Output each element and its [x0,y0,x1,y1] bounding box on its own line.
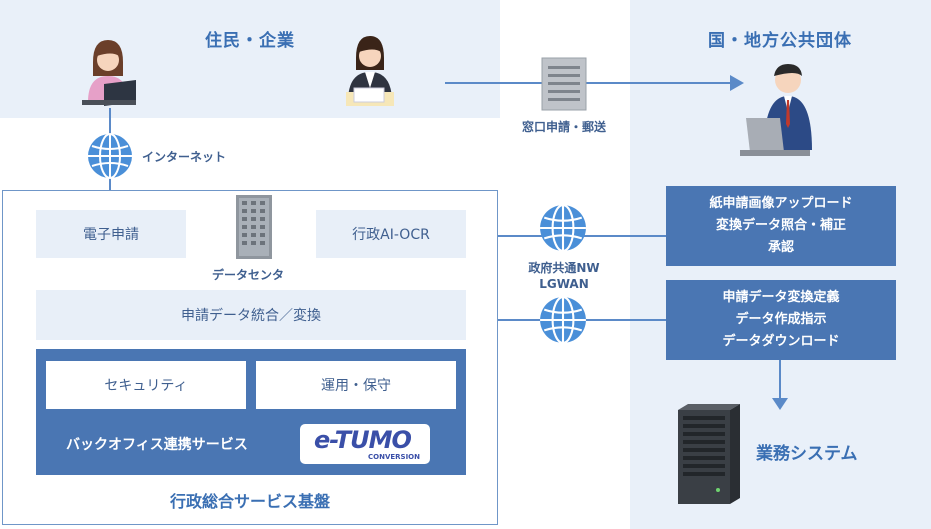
e-application-box: 電子申請 [36,210,186,258]
box-line: データ作成指示 [735,312,827,327]
box-line: 変換データ照合・補正 [715,218,846,233]
citizens-panel [0,0,500,118]
woman-writing-icon [346,36,394,106]
logo-subtext: CONVERSION [368,453,420,461]
platform-title: 行政総合サービス基盤 [169,492,330,511]
globe-icon [88,133,132,179]
logo-text: e-TUMO [314,426,412,454]
data-integration-box: 申請データ統合／変換 [36,290,466,340]
upload-process-box: 紙申請画像アップロード 変換データ照合・補正 承認 [666,186,896,266]
document-icon [541,57,587,111]
backoffice-label: バックオフィス連携サービス [66,437,248,453]
box-line: 紙申請画像アップロード [709,196,853,211]
citizens-title: 住民・企業 [205,31,295,51]
operation-box: 運用・保守 [256,361,456,409]
ai-ocr-box: 行政AI-OCR [316,210,466,258]
government-title: 国・地方公共団体 [708,31,852,51]
network-label-line1: 政府共通NW [528,261,600,275]
datacenter-building-icon [236,195,272,259]
arrow-right-icon [730,75,744,91]
woman-laptop-icon [82,40,136,106]
arrow-down-icon [772,398,788,410]
box-line: 申請データ変換定義 [722,290,840,305]
globe-icon [540,296,586,344]
network-label-line2: LGWAN [539,277,589,291]
globe-icon [540,204,586,252]
server-icon [678,404,740,504]
man-laptop-icon [740,64,812,156]
mail-label: 窓口申請・郵送 [521,120,606,134]
business-system-label: 業務システム [756,444,858,464]
security-box: セキュリティ [46,361,246,409]
box-line: データダウンロード [722,334,840,349]
datacenter-label: データセンタ [212,268,285,282]
data-definition-box: 申請データ変換定義 データ作成指示 データダウンロード [666,280,896,360]
internet-label: インターネット [142,150,227,164]
box-line: 承認 [767,240,794,255]
network-label: 政府共通NW LGWAN [508,260,620,292]
connector-line [445,82,735,84]
etumo-logo: e-TUMO CONVERSION [300,424,430,464]
connector-line [779,360,781,402]
